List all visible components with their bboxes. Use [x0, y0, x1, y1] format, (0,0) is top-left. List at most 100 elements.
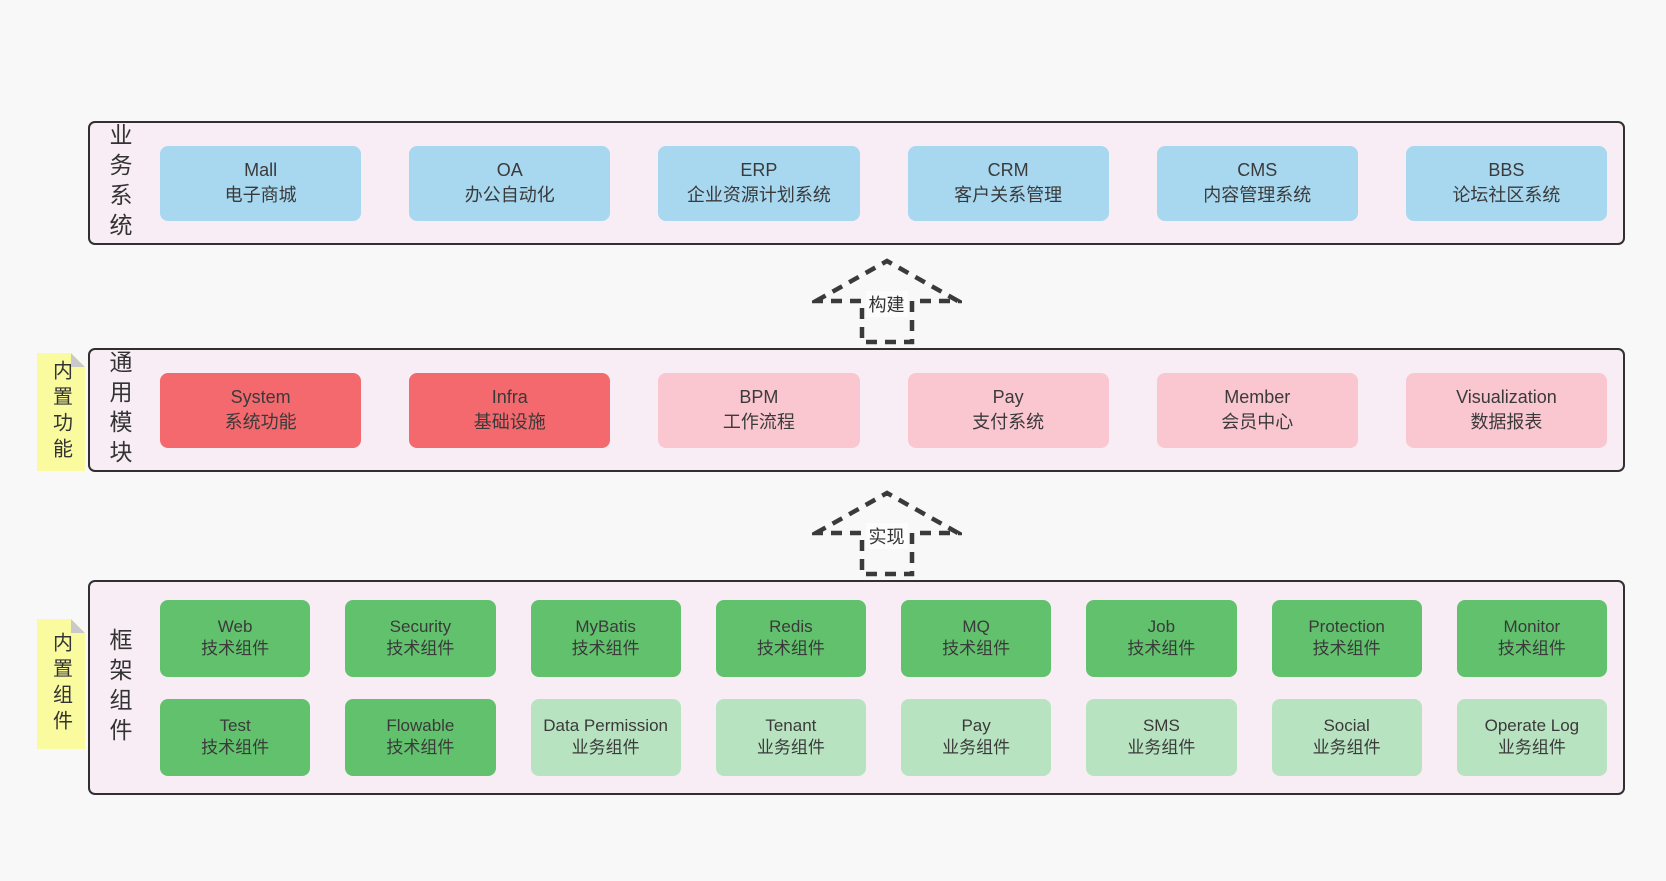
module-box: Test 技术组件 — [160, 698, 311, 776]
module-box: Member 会员中心 — [1156, 372, 1358, 448]
box-title: Data Permission — [543, 715, 668, 735]
box-subtitle: 业务组件 — [942, 738, 1011, 757]
box-subtitle: 业务组件 — [571, 738, 640, 757]
box-title: MyBatis — [575, 616, 636, 636]
box-title: OA — [496, 159, 523, 180]
box-title: Mall — [244, 159, 278, 180]
module-box: Web 技术组件 — [160, 599, 311, 677]
module-box: SMS 业务组件 — [1086, 698, 1237, 776]
box-subtitle: 工作流程 — [722, 412, 795, 432]
box-subtitle: 支付系统 — [972, 412, 1045, 432]
module-box: CMS 内容管理系统 — [1156, 145, 1358, 221]
box-subtitle: 业务组件 — [1497, 738, 1566, 757]
module-box: Operate Log 业务组件 — [1456, 698, 1607, 776]
module-box: CRM 客户关系管理 — [907, 145, 1109, 221]
dashed-up-arrow-icon — [811, 258, 962, 345]
box-title: BPM — [739, 386, 779, 407]
band-label: 通用模块 — [106, 350, 132, 470]
box-subtitle: 技术组件 — [386, 738, 455, 757]
box-title: Visualization — [1456, 386, 1557, 407]
box-subtitle: 业务组件 — [1127, 738, 1196, 757]
module-box: Pay 支付系统 — [907, 372, 1109, 448]
box-title: Member — [1224, 386, 1291, 407]
box-title: Protection — [1308, 616, 1385, 636]
arrow-label: 实现 — [865, 523, 908, 549]
module-box: Pay 业务组件 — [901, 698, 1052, 776]
box-title: CMS — [1237, 159, 1278, 180]
box-subtitle: 内容管理系统 — [1203, 185, 1312, 205]
box-title: Tenant — [765, 715, 817, 735]
box-title: System — [230, 386, 291, 407]
box-title: Pay — [992, 386, 1024, 407]
box-title: SMS — [1142, 715, 1180, 735]
module-box: Mall 电子商城 — [160, 145, 362, 221]
box-title: CRM — [987, 159, 1029, 180]
box-title: Job — [1147, 616, 1176, 636]
box-title: ERP — [740, 159, 778, 180]
build-arrow: 构建 — [811, 253, 962, 345]
box-subtitle: 技术组件 — [1497, 639, 1566, 658]
relation-implement: 实现 — [88, 472, 1625, 580]
box-title: Web — [217, 616, 253, 636]
sticky-note: 内置组件 — [37, 619, 85, 749]
box-subtitle: 技术组件 — [1127, 639, 1196, 658]
box-title: Test — [219, 715, 251, 735]
box-subtitle: 数据报表 — [1470, 412, 1543, 432]
dashed-up-arrow-icon — [811, 490, 962, 577]
module-box: BBS 论坛社区系统 — [1405, 145, 1608, 221]
module-box: Security 技术组件 — [345, 599, 496, 677]
box-subtitle: 客户关系管理 — [954, 185, 1063, 205]
module-box: Job 技术组件 — [1086, 599, 1237, 677]
module-box: Monitor 技术组件 — [1456, 599, 1607, 677]
box-subtitle: 技术组件 — [201, 639, 270, 658]
module-box: Infra 基础设施 — [409, 372, 611, 448]
box-subtitle: 业务组件 — [756, 738, 825, 757]
sticky-label: 内置功能 — [49, 360, 72, 464]
box-subtitle: 技术组件 — [201, 738, 270, 757]
box-subtitle: 技术组件 — [386, 639, 455, 658]
box-title: Monitor — [1503, 616, 1561, 636]
box-subtitle: 业务组件 — [1312, 738, 1381, 757]
box-title: Security — [389, 616, 452, 636]
box-subtitle: 技术组件 — [942, 639, 1011, 658]
box-subtitle: 技术组件 — [1312, 639, 1381, 658]
sticky-note: 内置功能 — [37, 353, 85, 471]
box-subtitle: 企业资源计划系统 — [686, 185, 831, 205]
box-subtitle: 论坛社区系统 — [1452, 185, 1561, 205]
band-label: 框架组件 — [106, 627, 132, 748]
box-title: Infra — [491, 386, 528, 407]
box-subtitle: 会员中心 — [1221, 412, 1294, 432]
implement-arrow: 实现 — [811, 485, 962, 577]
box-title: Operate Log — [1484, 715, 1580, 735]
box-subtitle: 基础设施 — [473, 412, 546, 432]
module-box: BPM 工作流程 — [658, 372, 860, 448]
band-label: 业务系统 — [106, 123, 132, 243]
arrow-label: 构建 — [865, 291, 908, 317]
box-title: Social — [1323, 715, 1370, 735]
box-title: BBS — [1488, 159, 1525, 180]
module-box: Visualization 数据报表 — [1405, 372, 1608, 448]
module-box: Data Permission 业务组件 — [530, 698, 681, 776]
box-subtitle: 技术组件 — [756, 639, 825, 658]
box-title: Redis — [769, 616, 813, 636]
module-box: ERP 企业资源计划系统 — [658, 145, 860, 221]
module-box: Social 业务组件 — [1271, 698, 1422, 776]
module-box: Protection 技术组件 — [1271, 599, 1422, 677]
box-subtitle: 电子商城 — [224, 185, 297, 205]
module-box: Tenant 业务组件 — [715, 698, 866, 776]
relation-build: 构建 — [88, 245, 1625, 348]
box-title: Pay — [961, 715, 991, 735]
